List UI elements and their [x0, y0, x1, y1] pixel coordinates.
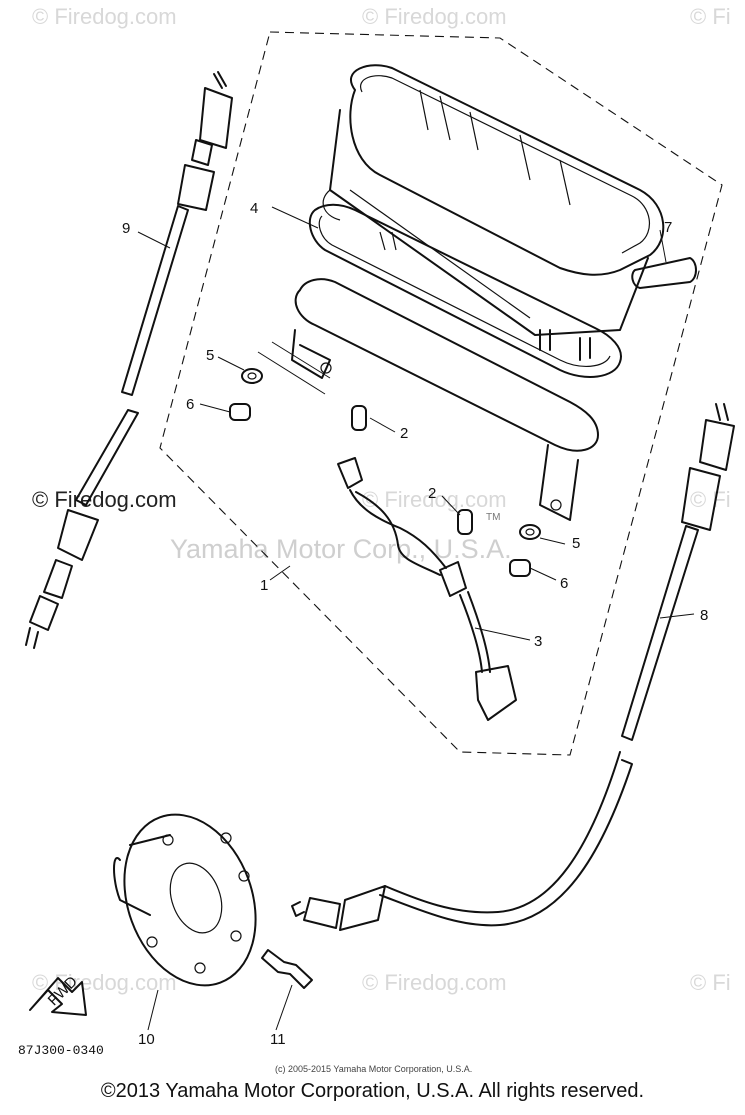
reset-knob [631, 257, 697, 289]
drive-pin [261, 949, 313, 989]
cable-9 [25, 71, 233, 649]
callout-6-left: 6 [186, 396, 194, 413]
bulb-lower [457, 509, 473, 535]
watermark-mid-left: © Firedog.com [32, 487, 177, 512]
watermark-bottom-left: © Firedog.com [32, 970, 177, 995]
callout-5-right: 5 [572, 535, 580, 552]
watermark-top-right: © Fi [690, 4, 731, 29]
callout-6-right: 6 [560, 575, 568, 592]
grommet-left [241, 368, 263, 384]
callout-2-upper: 2 [400, 425, 408, 442]
bulb-upper [351, 405, 367, 431]
callout-9: 9 [122, 220, 130, 237]
grommet-right [519, 524, 541, 540]
callout-4: 4 [250, 200, 258, 217]
callout-11: 11 [270, 1031, 286, 1048]
meter-housing [322, 64, 665, 361]
watermark-bottom-right: © Fi [690, 970, 731, 995]
wire-harness [337, 457, 517, 721]
callout-2-lower: 2 [428, 485, 436, 502]
watermark-top-left: © Firedog.com [32, 4, 177, 29]
callout-3: 3 [534, 633, 542, 650]
nut-right [509, 559, 531, 577]
callout-5-left: 5 [206, 347, 214, 364]
footer-copyright: ©2013 Yamaha Motor Corporation, U.S.A. A… [100, 1080, 645, 1102]
cable-8 [291, 403, 735, 931]
tm-mark: TM [486, 512, 500, 523]
assembly-boundary [159, 31, 723, 756]
diagram-code: 87J300-0340 [18, 1043, 104, 1058]
watermark-mid-right: © Fi [690, 487, 731, 512]
gasket-ring [308, 203, 622, 378]
watermark-mid-center: © Firedog.com [362, 487, 507, 512]
callout-10: 10 [138, 1031, 155, 1048]
nut-left [229, 403, 251, 421]
watermark-top-center: © Firedog.com [362, 4, 507, 29]
meter-bracket [291, 278, 599, 521]
watermark-bottom-center: © Firedog.com [362, 970, 507, 995]
callout-1: 1 [260, 577, 268, 594]
callout-8: 8 [700, 607, 708, 624]
small-copyright: (c) 2005-2015 Yamaha Motor Corporation, … [275, 1064, 472, 1074]
watermark-yamaha: Yamaha Motor Corp., U.S.A. [170, 534, 512, 564]
callout-7: 7 [664, 219, 672, 236]
gear-housing [113, 813, 257, 987]
